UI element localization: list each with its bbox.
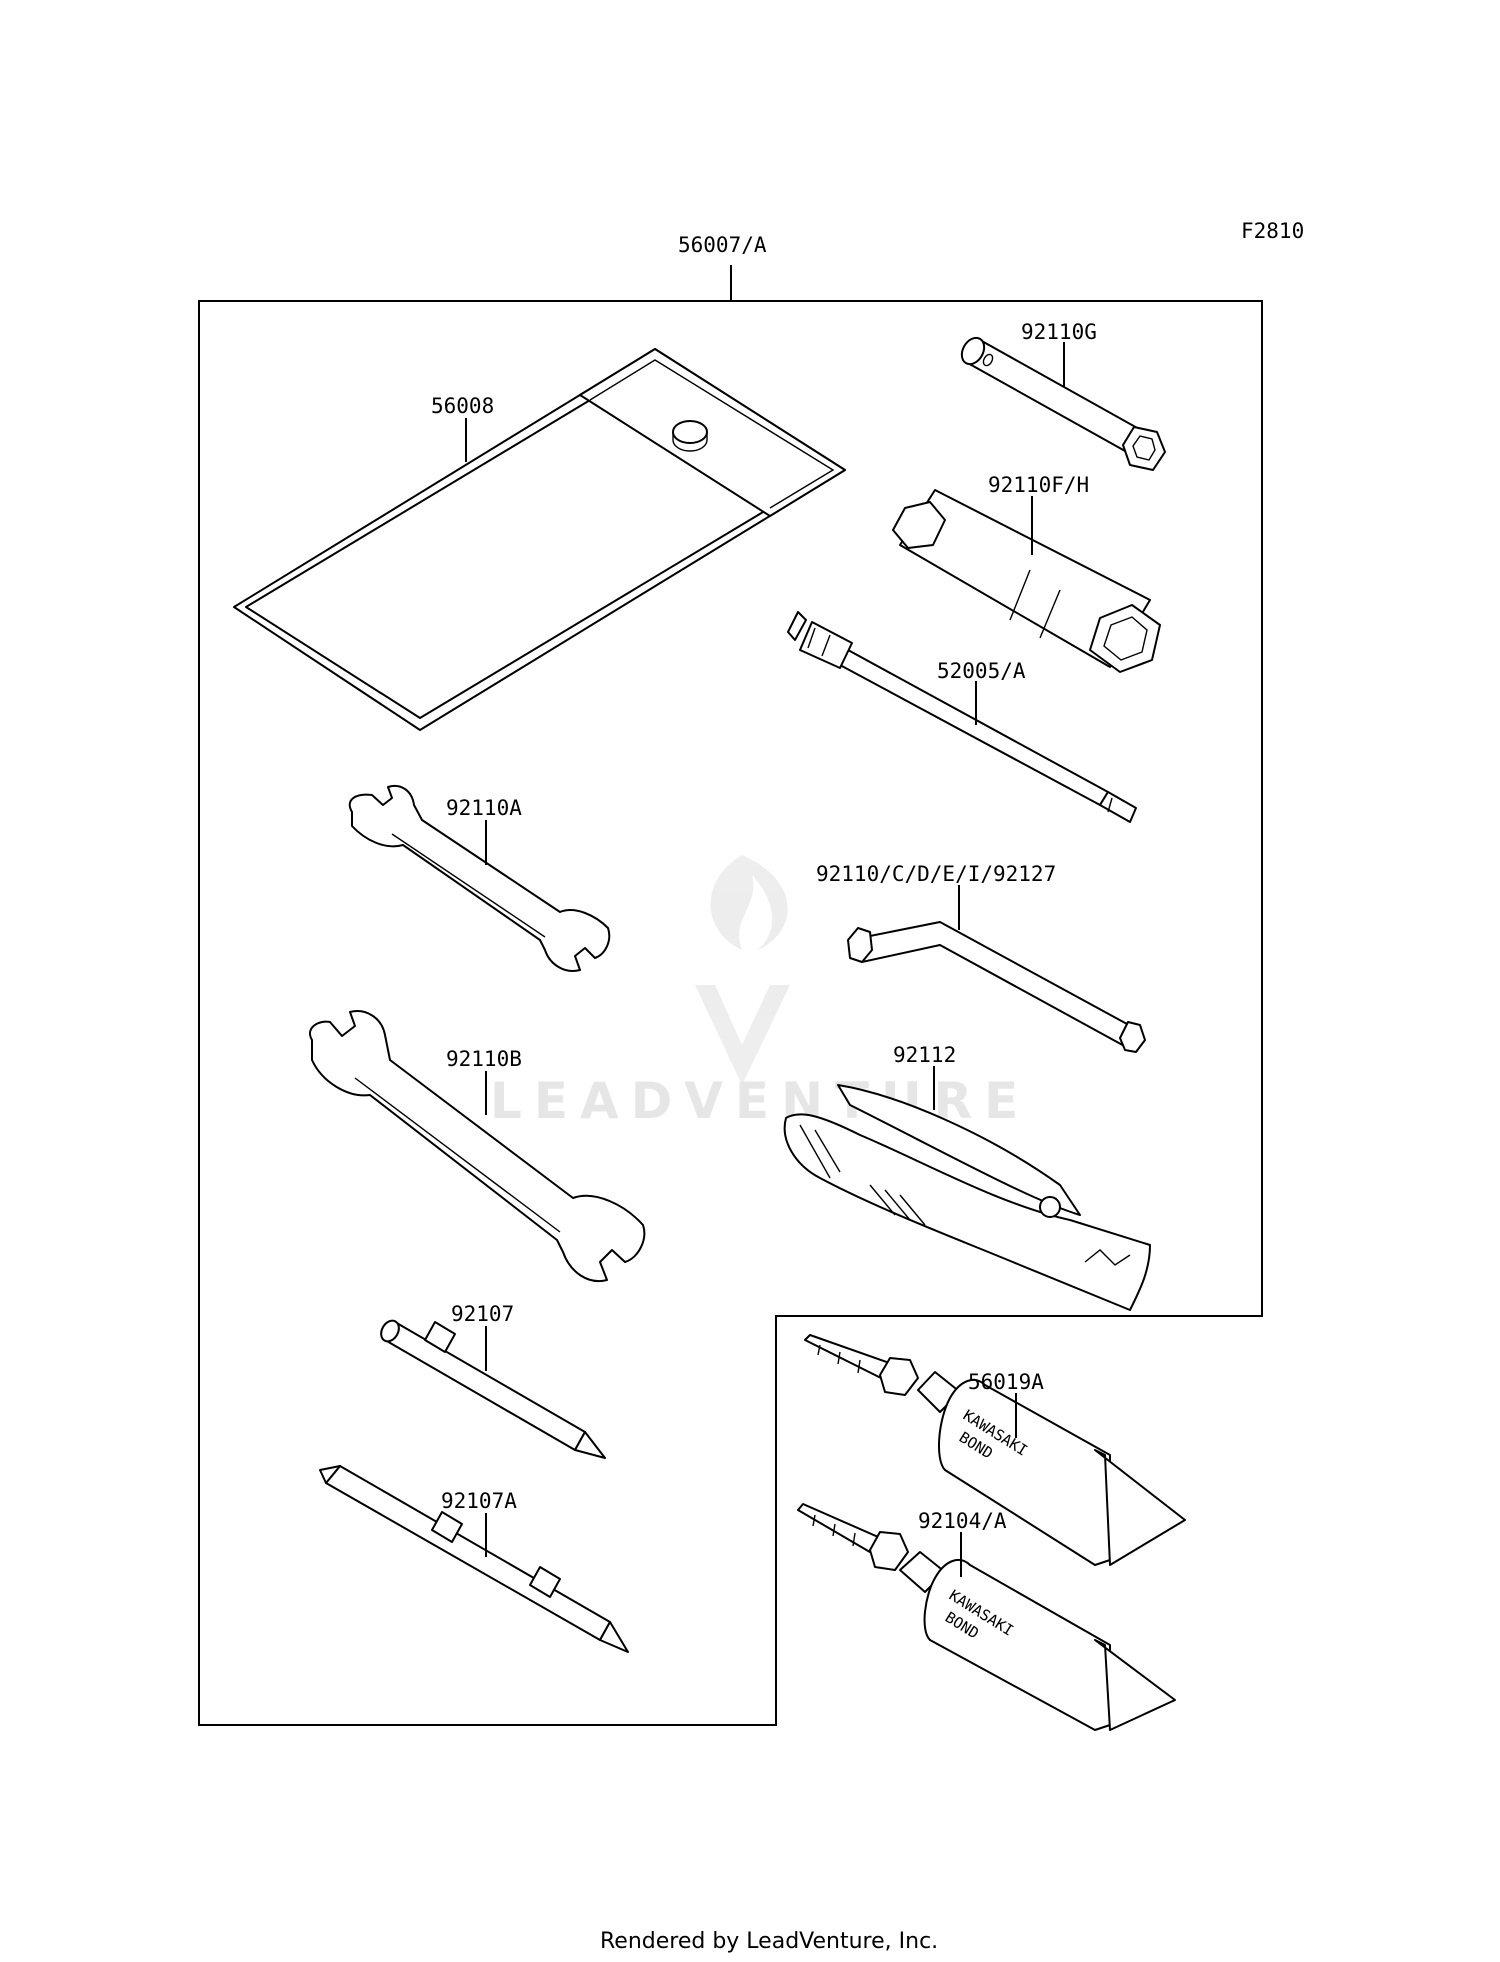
label-screwdriver: 92107A (441, 1489, 517, 1513)
label-bond-tube-2: 92104/A (918, 1509, 1007, 1533)
label-hex-wrench: 92110/C/D/E/I/92127 (816, 862, 1056, 886)
label-plug-wrench-large: 92110F/H (988, 473, 1089, 497)
label-wrench-small: 92110A (446, 796, 522, 820)
label-pouch: 56008 (431, 394, 494, 418)
label-extension-tool: 52005/A (937, 659, 1026, 683)
label-kit: 56007/A (678, 233, 767, 257)
kit-outline (198, 300, 1263, 1726)
footer-credit: Rendered by LeadVenture, Inc. (600, 1929, 938, 1954)
screwdriver-bit (380, 1319, 606, 1459)
plug-wrench-small (960, 336, 1166, 471)
label-plug-wrench-small: 92110G (1021, 320, 1097, 344)
pliers (783, 1084, 1151, 1311)
hex-wrench (847, 921, 1146, 1053)
wrench-large (309, 1010, 646, 1283)
label-pliers: 92112 (893, 1043, 956, 1067)
figure-code: F2810 (1241, 219, 1304, 243)
watermark-logo (695, 855, 790, 1085)
bond-tube-1: KAWASAKI BOND (804, 1334, 1186, 1566)
tool-pouch (233, 348, 846, 731)
screwdriver (319, 1465, 629, 1653)
label-screwdriver-bit: 92107 (451, 1302, 514, 1326)
label-wrench-large: 92110B (446, 1047, 522, 1071)
bond-tube-2: KAWASAKI BOND (797, 1503, 1176, 1731)
extension-tool (787, 611, 1137, 823)
wrench-small (348, 785, 611, 972)
plug-wrench-large (892, 489, 1161, 673)
label-bond-tube-1: 56019A (968, 1370, 1044, 1394)
